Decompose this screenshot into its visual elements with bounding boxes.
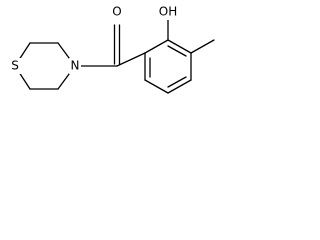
inner-double-bond-1 [167, 45, 187, 57]
structure-diagram: O OH N S [0, 0, 252, 132]
label-bg-hydroxyl [157, 4, 180, 20]
bond-r2-r3 [167, 39, 192, 54]
bond-carbonyl-c-ring [116, 52, 146, 67]
amide-linkage [74, 24, 146, 67]
inner-double-bond-2 [167, 76, 187, 88]
label-bg-carbonyl-oxygen [111, 4, 123, 20]
bond-methyl [190, 39, 215, 54]
bond-r1-r2 [144, 39, 169, 54]
thiomorpholine-ring [14, 42, 76, 90]
molecule-svg: O OH N S [9, 4, 215, 94]
atom-labels: O OH N S [9, 4, 180, 74]
label-bg-nitrogen [69, 58, 81, 74]
carbonyl-oxygen-label: O [112, 5, 121, 19]
benzene-ring [144, 39, 192, 94]
bond-r4-r5 [167, 79, 192, 94]
bond-r5-r6 [144, 79, 169, 94]
label-bg-sulfur [9, 58, 21, 74]
sulfur-label: S [11, 59, 19, 73]
substituents [167, 17, 215, 54]
nitrogen-label: N [71, 59, 80, 73]
hydroxyl-label: OH [159, 5, 177, 19]
